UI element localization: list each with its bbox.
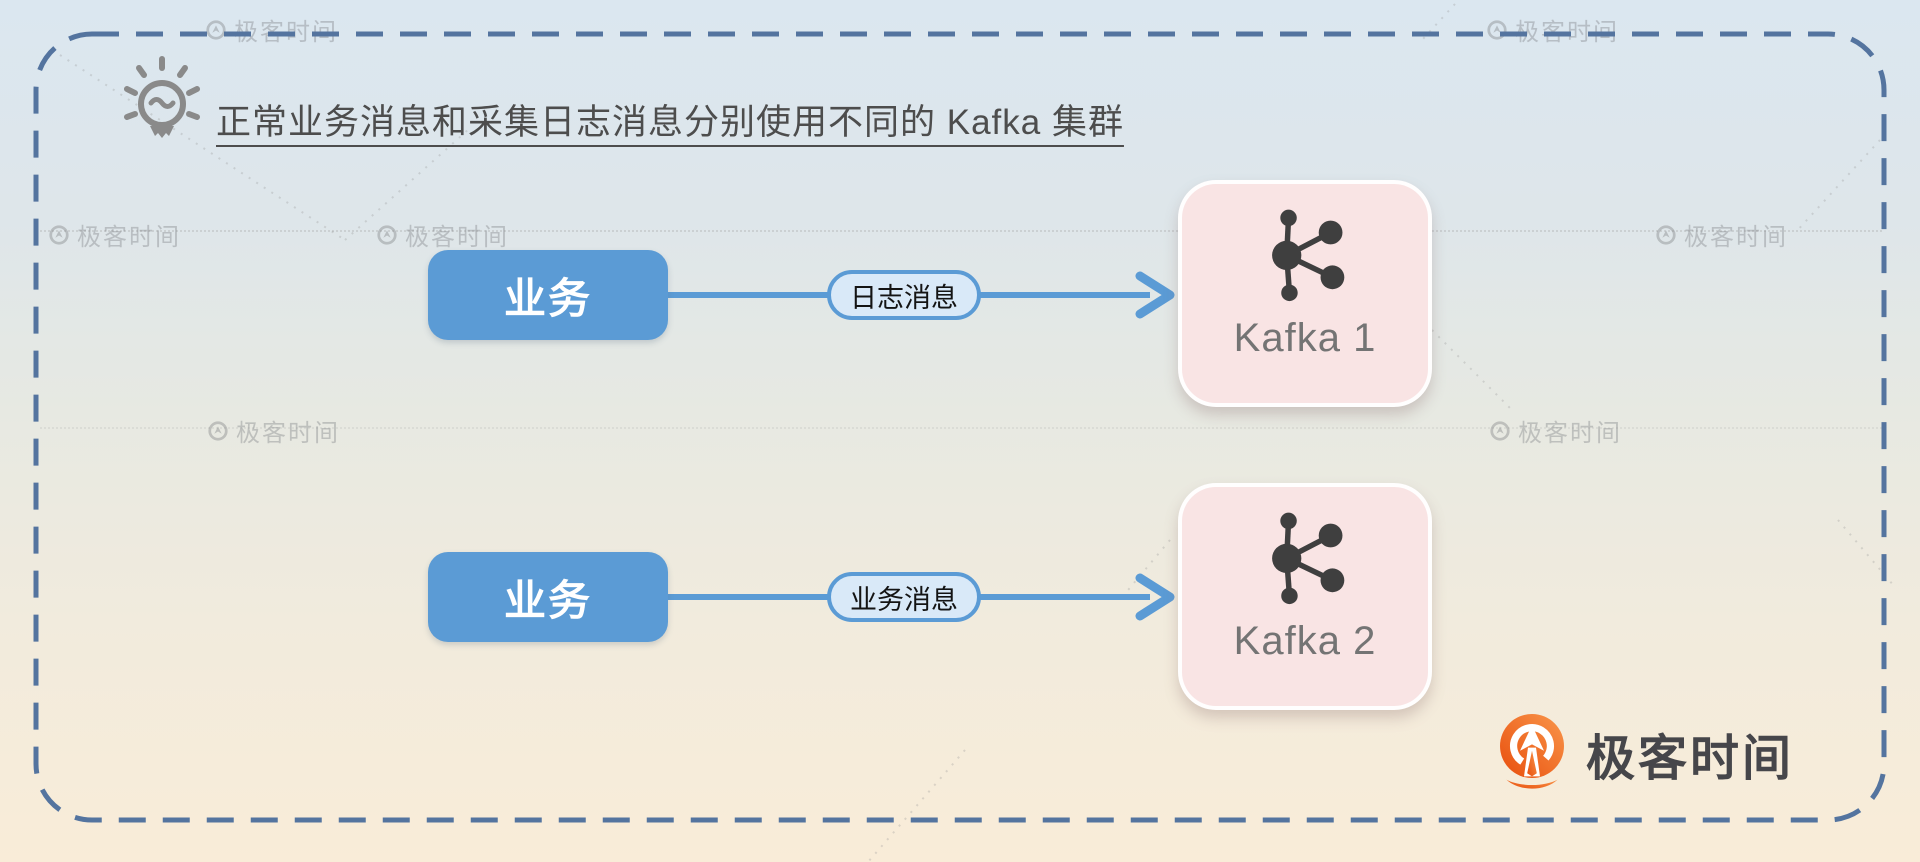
geektime-mini-icon (1490, 420, 1510, 441)
kafka-icon (1272, 209, 1345, 302)
watermark-text: 极客时间 (1684, 224, 1788, 251)
watermark: 极客时间 (1489, 413, 1622, 448)
geektime-logo-icon (1500, 714, 1564, 789)
kafka-icon (1272, 512, 1345, 605)
geektime-logo: 极客时间 (1492, 712, 1794, 796)
watermark-text: 极客时间 (236, 420, 340, 447)
geektime-logo-text: 极客时间 (1586, 731, 1795, 786)
watermark: 极客时间 (207, 413, 340, 448)
kafka-cluster-label: Kafka 1 (1233, 316, 1377, 360)
note-title: 正常业务消息和采集日志消息分别使用不同的 Kafka 集群 (216, 103, 1124, 142)
source-node-label: 业务 (503, 274, 592, 322)
kafka-cluster-node-1: Kafka 1 (1178, 180, 1432, 407)
source-node-label: 业务 (503, 576, 592, 624)
message-pill-label: 业务消息 (850, 584, 958, 615)
source-node-business-1: 业务 (428, 250, 668, 340)
lightbulb-icon (124, 56, 200, 138)
geektime-mini-icon (1487, 19, 1507, 40)
geektime-mini-icon (208, 420, 228, 441)
geektime-mini-icon (49, 224, 69, 245)
watermark-dotted-line (40, 427, 1882, 429)
geektime-mini-icon (206, 19, 226, 40)
kafka-cluster-node-2: Kafka 2 (1178, 483, 1432, 710)
watermark: 极客时间 (376, 217, 509, 252)
geektime-mini-icon (1656, 224, 1676, 245)
message-pill-business: 业务消息 (827, 572, 981, 622)
watermark: 极客时间 (1655, 217, 1788, 252)
geektime-mini-icon (377, 224, 397, 245)
watermark-text: 极客时间 (1518, 420, 1622, 447)
message-pill-label: 日志消息 (850, 282, 958, 313)
message-pill-log: 日志消息 (827, 270, 981, 320)
watermark: 极客时间 (48, 217, 181, 252)
source-node-business-2: 业务 (428, 552, 668, 642)
watermark-text: 极客时间 (405, 224, 509, 251)
watermark-text: 极客时间 (77, 224, 181, 251)
kafka-cluster-label: Kafka 2 (1233, 619, 1377, 663)
watermark-dotted-line (40, 230, 1882, 232)
